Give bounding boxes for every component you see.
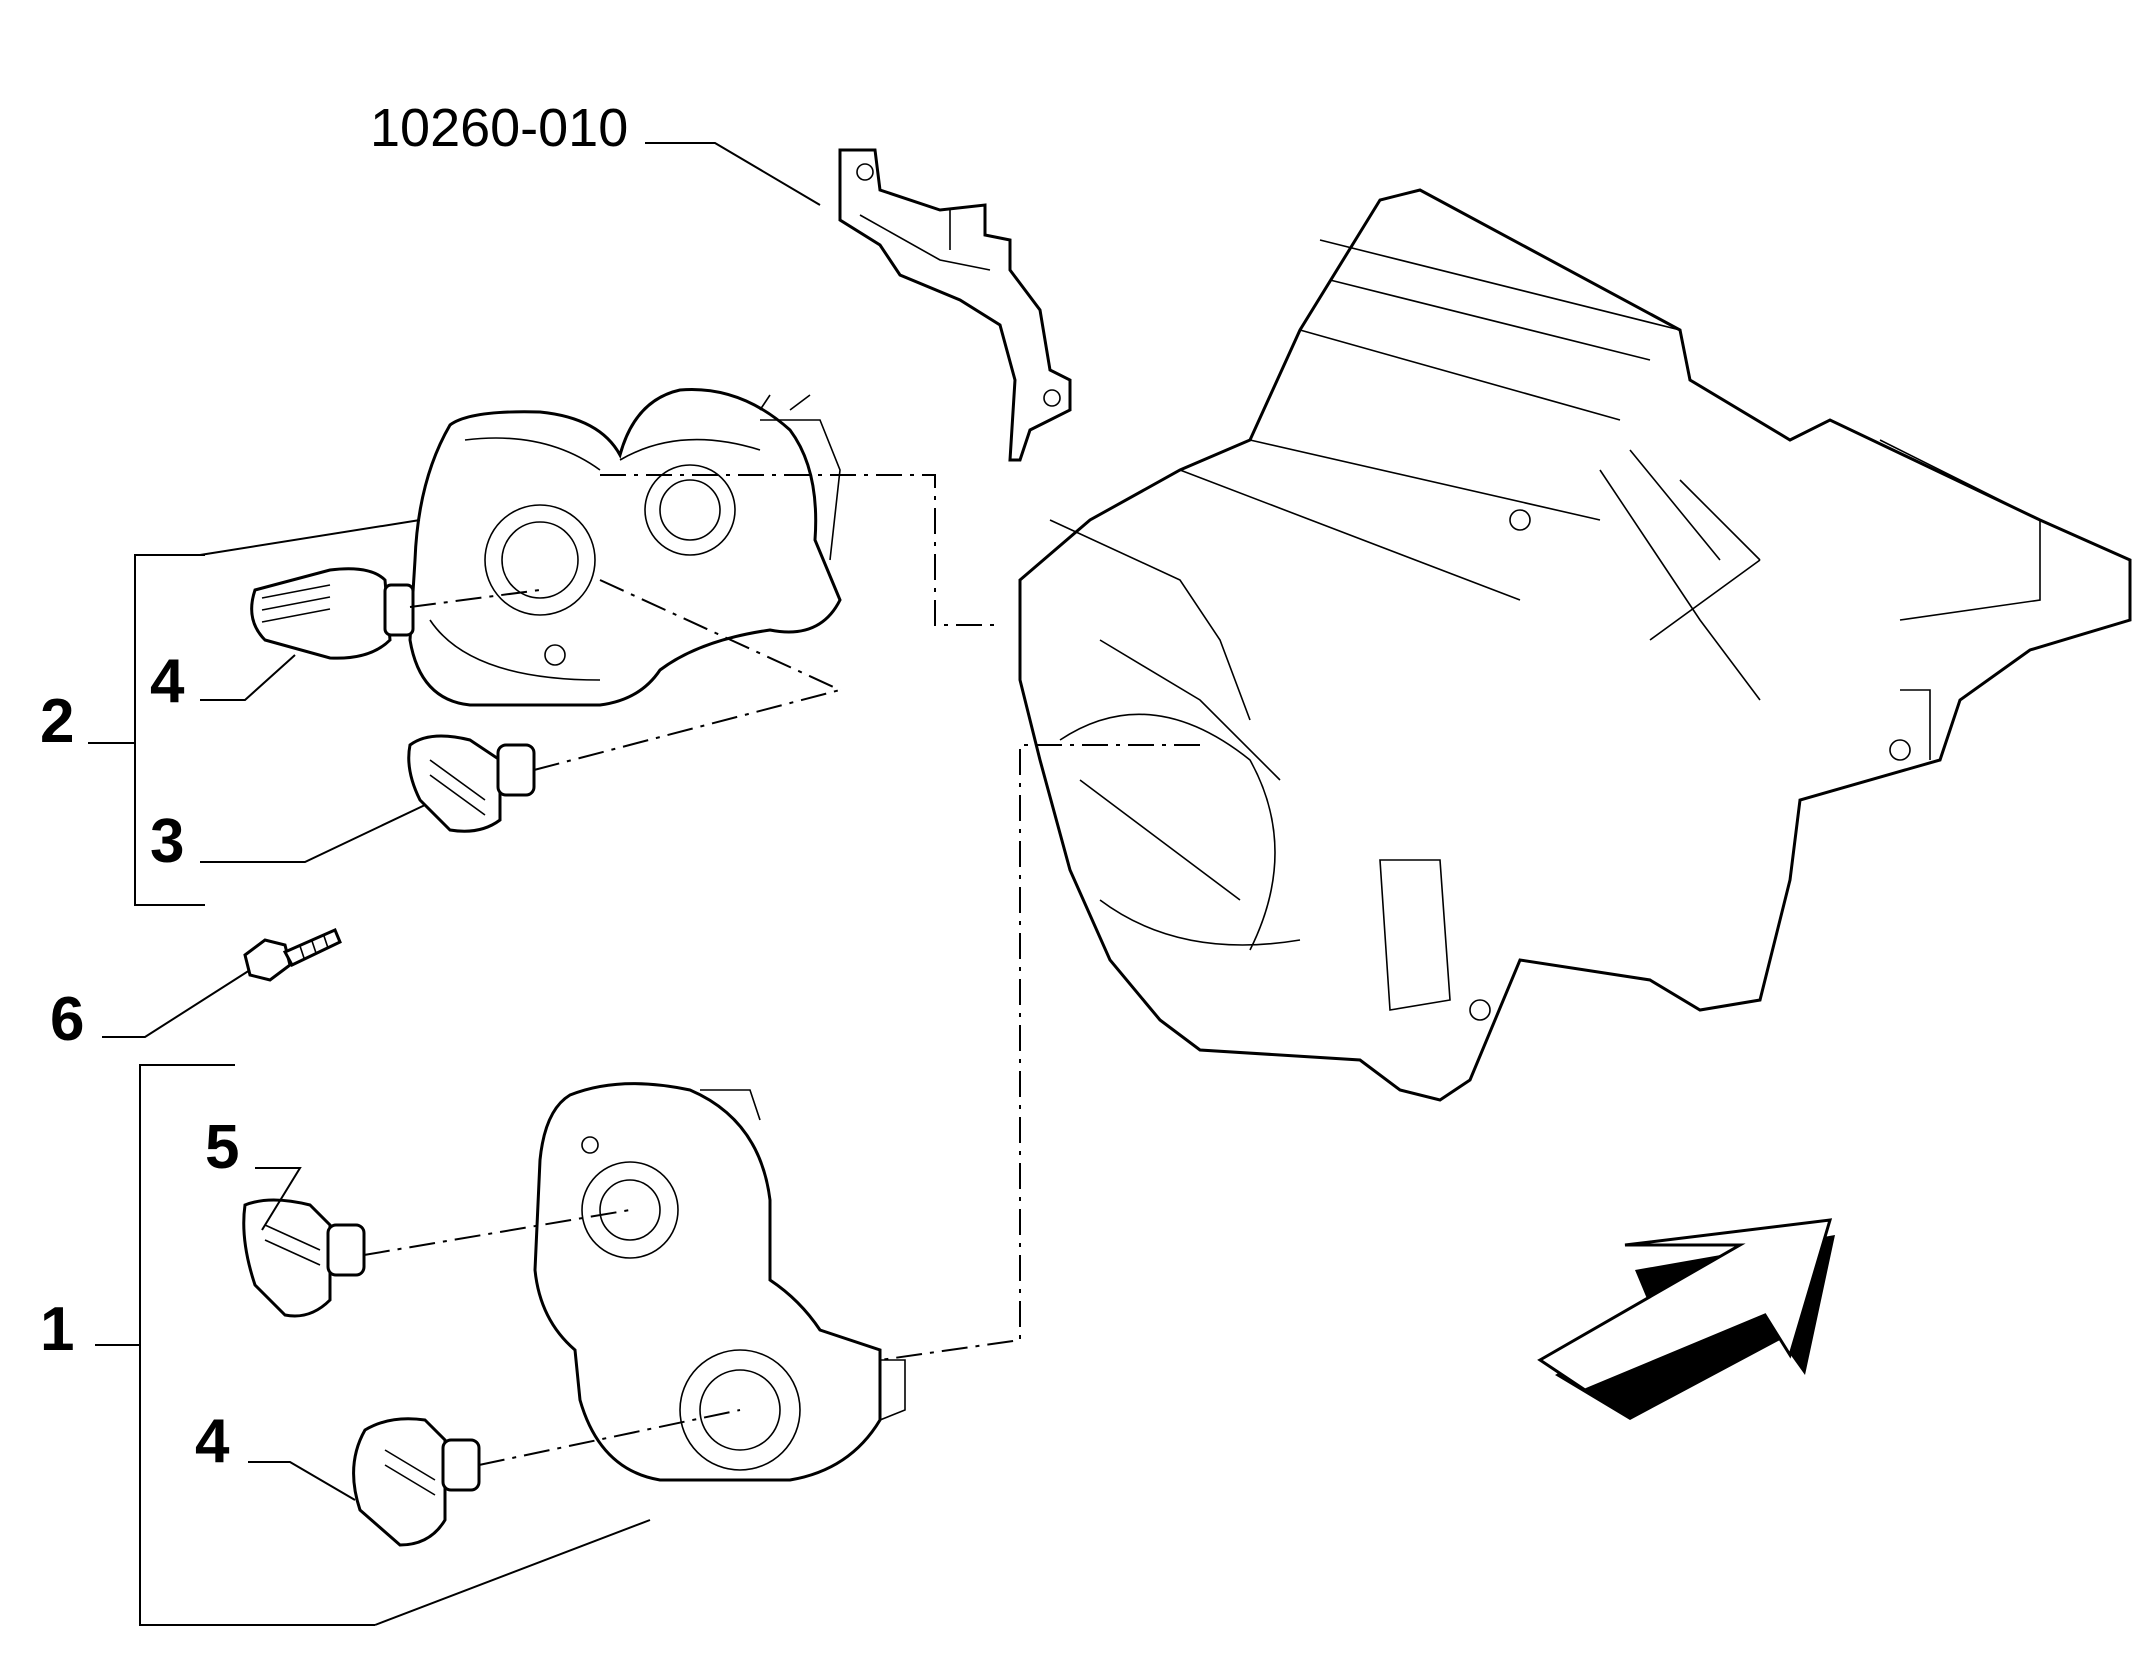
callout-5: 5 (205, 1113, 239, 1182)
knob-3 (407, 734, 536, 833)
mounting-bracket (838, 148, 1072, 462)
leader-1 (374, 1519, 651, 1626)
lower-control-panel (533, 1082, 906, 1482)
callout-3: 3 (150, 807, 184, 876)
direction-arrow-icon (1537, 1218, 1835, 1420)
group-bracket-1 (139, 1064, 375, 1626)
callout-2: 2 (40, 687, 74, 756)
upper-knob (250, 567, 415, 660)
callout-1: 1 (40, 1295, 74, 1364)
leader-2 (199, 519, 421, 556)
hvac-housing-unit (1018, 188, 2132, 1102)
upper-control-panel (408, 388, 842, 707)
lower-knob (352, 1417, 481, 1547)
leader-3 (200, 804, 426, 863)
part-number-leader (645, 142, 821, 206)
knob-5 (242, 1198, 366, 1318)
group-bracket-2 (134, 554, 205, 906)
leader-4-upper (200, 654, 296, 701)
callout-4-upper: 4 (150, 647, 185, 716)
callout-4-lower: 4 (195, 1407, 230, 1476)
screw (243, 928, 342, 982)
leader-6 (102, 969, 251, 1038)
callout-6: 6 (50, 985, 84, 1054)
alignment-lines (363, 474, 1200, 1466)
leader-4-lower (248, 1461, 356, 1501)
leader-5 (255, 1167, 302, 1231)
part-number-label: 10260-010 (370, 98, 628, 158)
